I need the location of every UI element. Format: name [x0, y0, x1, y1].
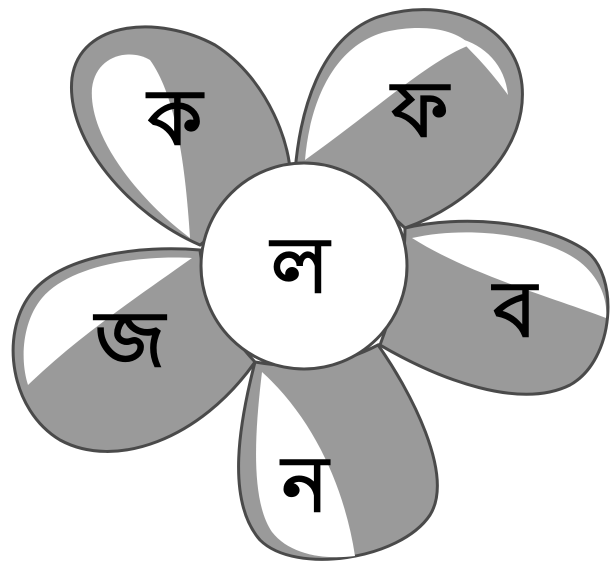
flower-center: ল: [201, 163, 407, 369]
petal-letter-right: ব: [490, 265, 539, 355]
petal-letter-bottom: ন: [279, 440, 331, 530]
petal-letter-top-right: ফ: [388, 65, 451, 155]
petal-right: ব: [380, 221, 608, 394]
petal-bottom: ন: [239, 345, 438, 559]
petal-letter-left: জ: [92, 295, 168, 385]
petal-letter-top-left: ক: [145, 73, 205, 163]
center-letter: ল: [268, 221, 332, 311]
